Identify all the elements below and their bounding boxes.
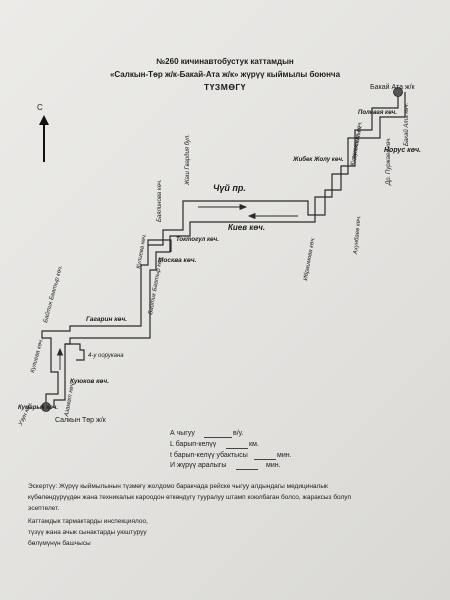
street-chuy: Чүй пр. (213, 183, 246, 193)
street-zhash-gvardiya: Жаш Гвардия бул. (185, 134, 191, 185)
street-gagarin: Гагарин көч. (86, 316, 128, 323)
footer-line2: түзүү жана ачык сынактарды уюштуруу (28, 529, 147, 536)
footer-line3: бөлүмүнүн башчысы (28, 540, 91, 547)
street-bakai-ata: Бакай Ата көч. (404, 102, 410, 146)
document-title-line2: «Салкын-Төр ж/к-Бакай-Ата ж/к» жүрүү кый… (109, 70, 341, 79)
compass-north-label: С (37, 103, 43, 112)
route-path-toktogul-loop (147, 239, 172, 252)
round-trip-distance-unit: км. (249, 441, 259, 448)
departures-unit: в/у. (233, 430, 244, 437)
round-trip-time-unit: мин. (277, 452, 292, 459)
street-kiev: Киев көч. (228, 223, 266, 232)
note-text-line3: эсептелет. (28, 505, 60, 512)
street-dm-purzhaev: Др. Пуржаев көч. (386, 136, 392, 185)
end-stop-label: Бакай Ата ж/к (370, 84, 415, 91)
street-moskva: Москва көч. (158, 257, 197, 264)
note-heading: Эскертүү: (28, 483, 58, 490)
interval-field[interactable] (236, 469, 258, 470)
street-norus: Норус көч. (384, 147, 422, 154)
footer-line1: Каттамдык тармактарды инспекциялоо, (28, 518, 148, 525)
document-title-line3: ТҮЗМӨГҮ (204, 82, 246, 92)
round-trip-time-field[interactable] (254, 459, 276, 460)
street-bayalinova: Баялинова көч. (157, 179, 163, 222)
end-terminal-icon (393, 87, 403, 97)
street-kuyukov: Куюков көч. (70, 378, 110, 385)
document-title-line1: №260 кичинавтобустук каттамдын (156, 57, 294, 66)
round-trip-distance-field[interactable] (226, 448, 248, 449)
interval-unit: мин. (266, 462, 281, 469)
note-text-line1: Жүрүү кыймылынын түзмөгү жолдомо баракча… (59, 483, 328, 490)
start-stop-label: Салкын Төр ж/к (55, 417, 106, 424)
start-terminal-icon (41, 402, 51, 412)
note-text-line2: күбөлөндүрүүдөн жана техникалык кароодон… (28, 494, 352, 501)
street-kumaryk: Кумарык көч. (18, 405, 59, 411)
departures-label: А чыгуу (170, 430, 195, 437)
round-trip-time-label: t барып-келүү убактысы (170, 452, 248, 459)
north-arrow-icon (39, 115, 49, 162)
interval-label: И жүрүү аралыгы (170, 462, 227, 469)
street-polevaya: Полевая көч. (358, 110, 397, 116)
turnaround-label: 4-у оорукана (88, 353, 124, 359)
street-toktogul: Токтогул көч. (176, 237, 219, 243)
round-trip-distance-label: L барып-келүү (170, 441, 217, 448)
street-zhibek-zholu: Жибек Жолу көч. (293, 157, 344, 163)
route-path-turnaround (65, 343, 85, 361)
departures-field[interactable] (204, 437, 232, 438)
note-line1: Эскертүү: Жүрүү кыймылынын түзмөгү жолдо… (28, 483, 328, 490)
route-path-main (41, 92, 399, 408)
